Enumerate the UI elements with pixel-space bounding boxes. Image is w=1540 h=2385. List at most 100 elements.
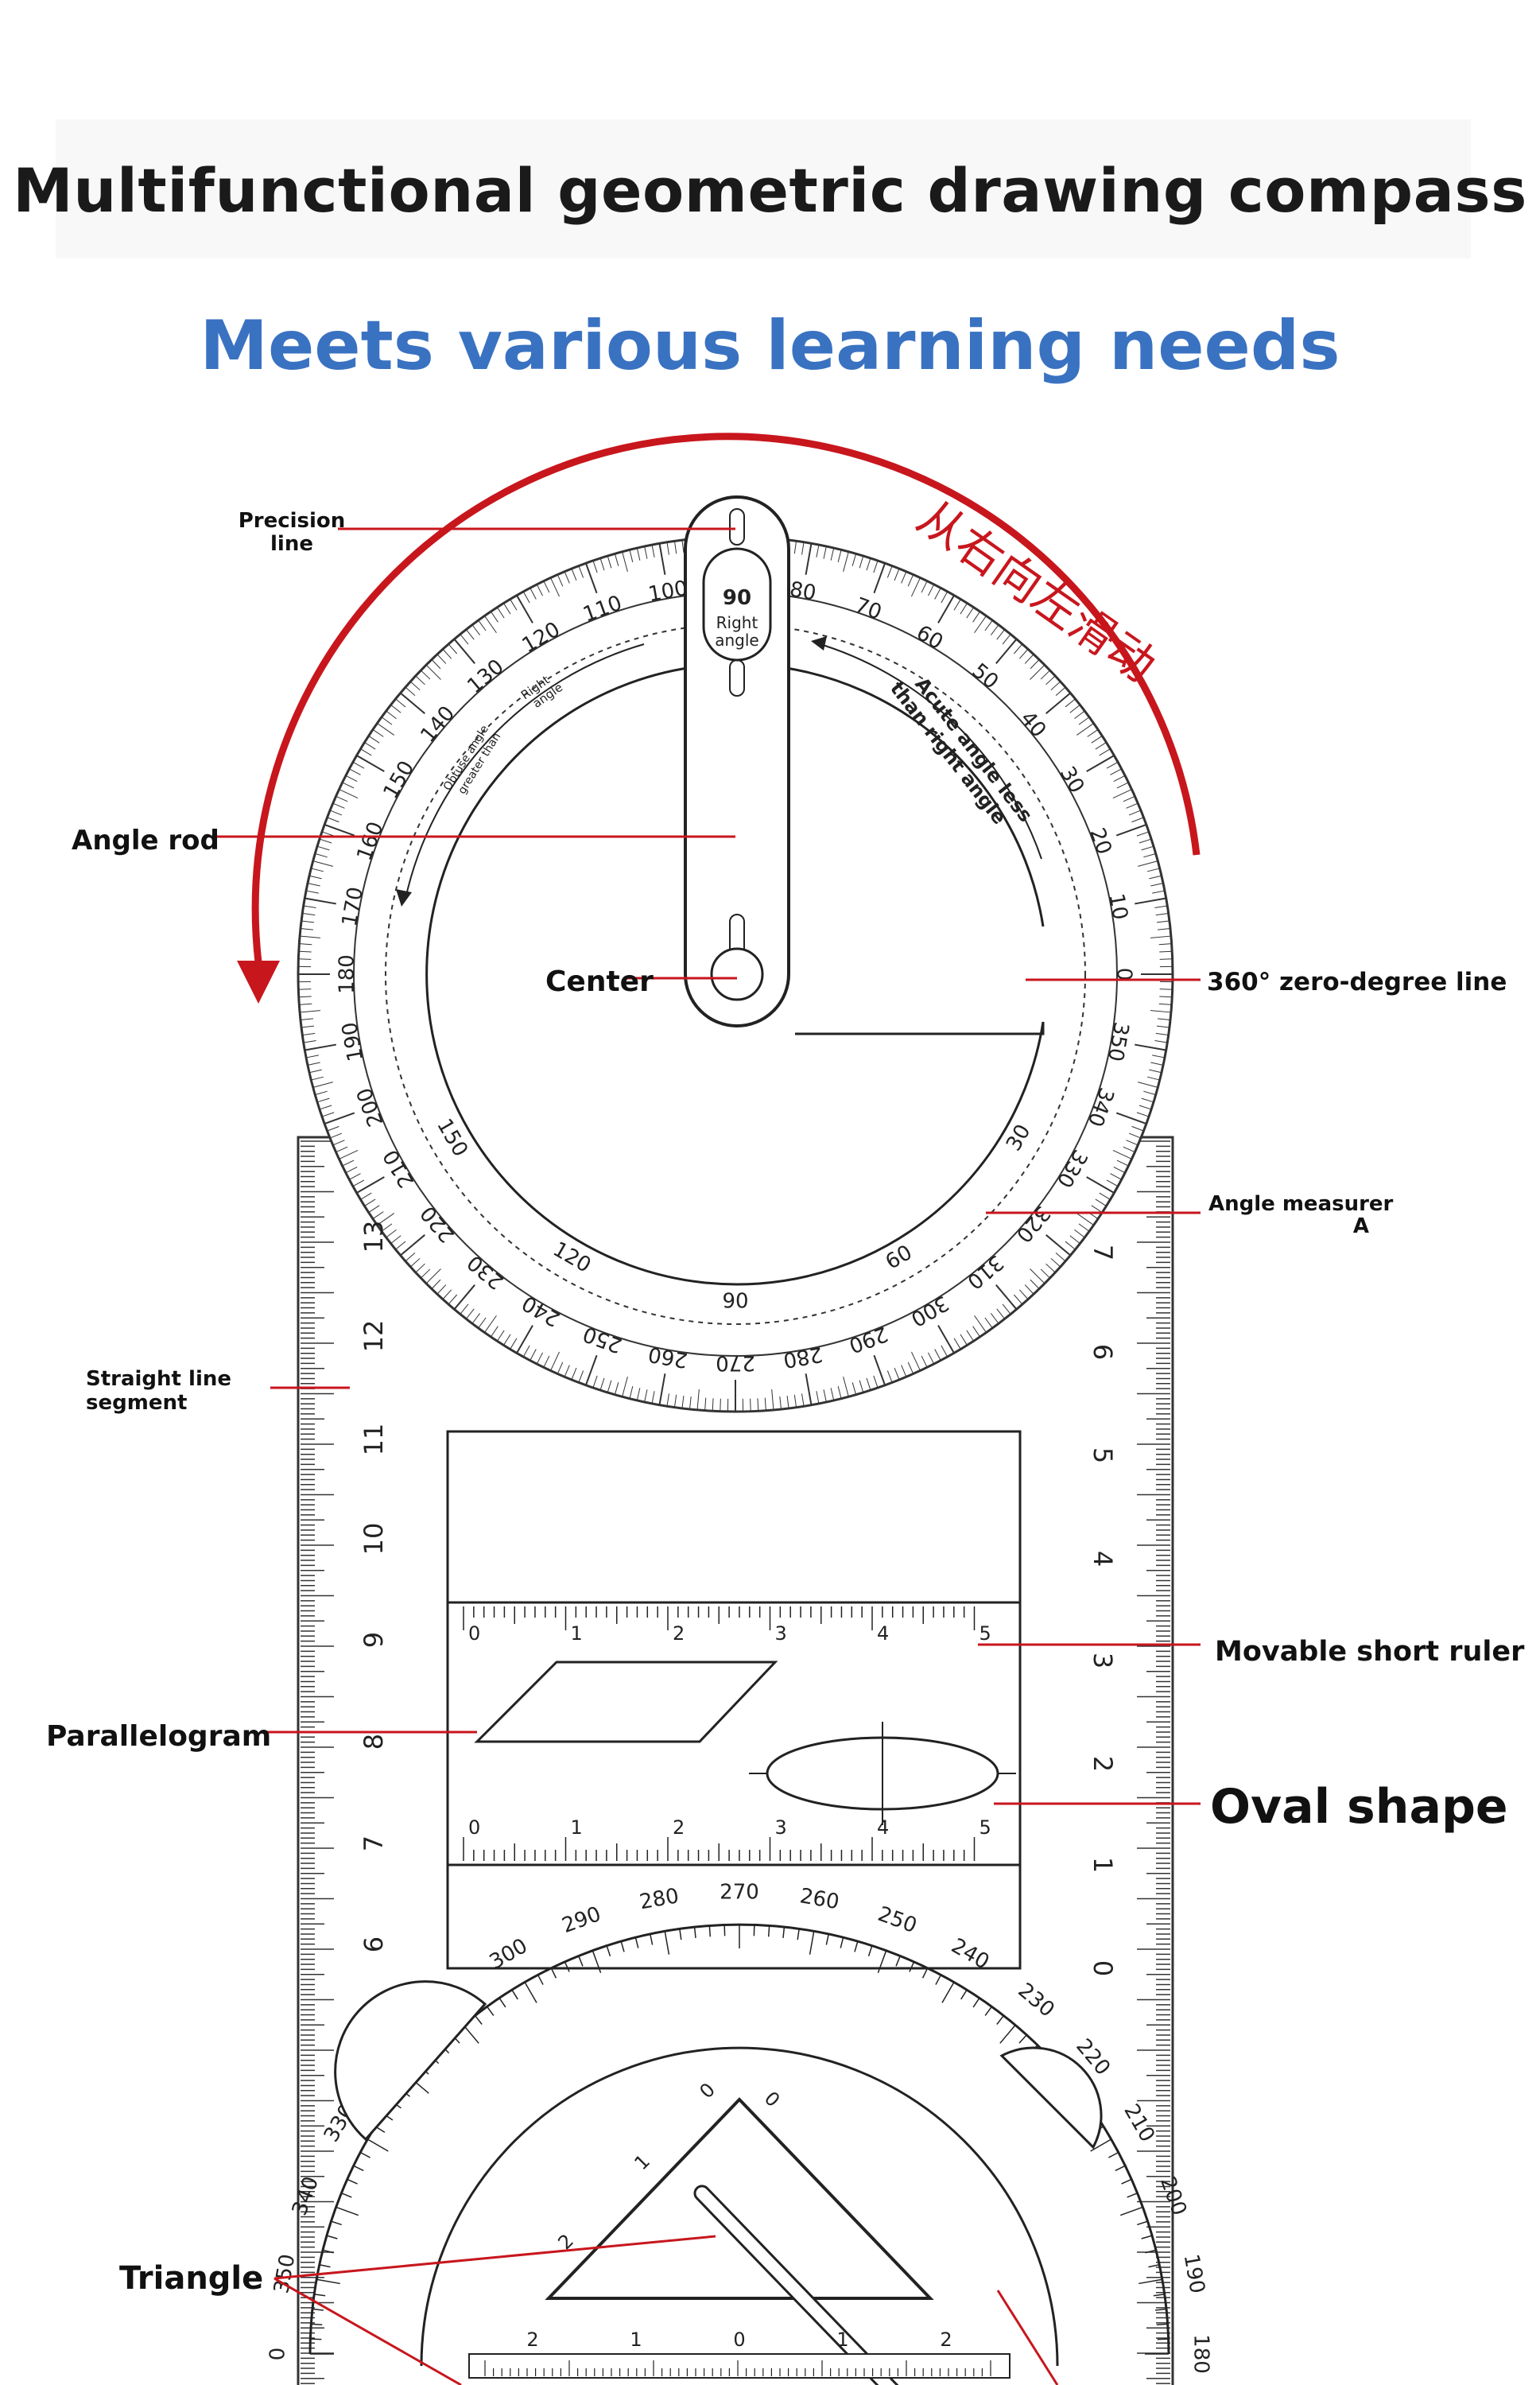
short-ruler-number-top: 5 bbox=[979, 1622, 991, 1645]
protractor-tick bbox=[453, 1284, 475, 1310]
protractor-tick bbox=[302, 912, 316, 916]
protractor-tick bbox=[651, 545, 655, 557]
obtuse-arc-arrow bbox=[405, 643, 645, 899]
protractor-tick bbox=[1136, 831, 1150, 837]
protractor-tick bbox=[377, 723, 395, 736]
short-ruler-number-top: 2 bbox=[673, 1622, 685, 1645]
protractor-label: 10 bbox=[1104, 891, 1131, 922]
protractor-tick bbox=[1045, 675, 1056, 686]
protractor-tick bbox=[1106, 1179, 1119, 1187]
bottom-protractor-tick bbox=[767, 1925, 770, 1937]
protractor-tick bbox=[336, 1146, 348, 1153]
protractor-tick bbox=[1150, 1010, 1171, 1013]
ruler-left-number: 13 bbox=[359, 1221, 389, 1253]
protractor-tick bbox=[1076, 723, 1094, 736]
protractor-tick bbox=[1110, 1173, 1122, 1180]
protractor-tick bbox=[319, 838, 332, 844]
protractor-tick bbox=[1116, 1159, 1129, 1167]
protractor-tick bbox=[1128, 1132, 1142, 1139]
protractor-tick bbox=[503, 1334, 511, 1346]
ruler-right-number: 3 bbox=[1088, 1653, 1118, 1668]
protractor-tick bbox=[1074, 1229, 1085, 1238]
short-ruler-number-bottom: 5 bbox=[979, 1816, 991, 1839]
protractor-tick bbox=[1147, 1076, 1160, 1081]
short-ruler-number-bottom: 0 bbox=[468, 1816, 480, 1839]
protractor-tick bbox=[1143, 853, 1156, 858]
protractor-tick bbox=[324, 1112, 355, 1125]
protractor-tick bbox=[301, 920, 315, 923]
bottom-protractor-tick bbox=[1148, 2263, 1160, 2268]
ruler-right-number: 7 bbox=[1088, 1245, 1118, 1260]
protractor-tick bbox=[372, 1211, 384, 1219]
protractor-tick bbox=[308, 875, 322, 880]
ruler-left-number: 11 bbox=[359, 1424, 389, 1456]
protractor-tick bbox=[1069, 704, 1080, 713]
protractor-tick bbox=[1055, 1252, 1066, 1262]
bottom-protractor-tick bbox=[999, 2024, 1016, 2044]
ruler-right-number: 5 bbox=[1088, 1447, 1118, 1463]
protractor-tick bbox=[303, 905, 316, 908]
protractor-tick bbox=[329, 1132, 343, 1139]
label-straight-line-2: segment bbox=[86, 1391, 187, 1415]
rod-label-line2: angle bbox=[715, 631, 759, 650]
protractor-tick bbox=[460, 634, 469, 645]
protractor-tick bbox=[1156, 1025, 1170, 1028]
acute-arrowhead bbox=[811, 636, 827, 651]
protractor-tick bbox=[516, 595, 533, 623]
protractor-tick bbox=[1095, 1198, 1107, 1206]
protractor-tick bbox=[1152, 890, 1165, 894]
protractor-ticks bbox=[298, 537, 1173, 1412]
label-angle-measurer-1: Angle measurer bbox=[1208, 1192, 1394, 1216]
bottom-protractor-tick bbox=[524, 1981, 537, 2003]
protractor-tick bbox=[786, 1395, 789, 1408]
triangle-base-number: 2 bbox=[526, 2329, 538, 2351]
center-hole[interactable] bbox=[710, 947, 764, 1001]
bottom-protractor-tick bbox=[634, 1936, 639, 1948]
slide-direction-arc bbox=[251, 433, 1201, 963]
protractor-tick bbox=[793, 541, 797, 554]
protractor-tick bbox=[436, 1284, 447, 1295]
protractor-tick bbox=[1150, 935, 1171, 938]
protractor-tick bbox=[571, 1367, 577, 1381]
bottom-protractor-tick bbox=[1155, 2308, 1167, 2311]
protractor-tick bbox=[319, 1105, 332, 1110]
label-triangle: Triangle bbox=[119, 2260, 263, 2297]
bottom-protractor-tick bbox=[312, 2308, 324, 2311]
protractor-tick bbox=[1045, 1234, 1071, 1257]
label-precision-line-2: line bbox=[270, 532, 313, 556]
protractor-tick bbox=[941, 591, 948, 604]
label-oval-shape: Oval shape bbox=[1210, 1779, 1508, 1835]
protractor-tick bbox=[321, 831, 335, 837]
bottom-protractor-tick bbox=[825, 1933, 830, 1945]
short-ruler-number-bottom: 4 bbox=[877, 1816, 889, 1839]
acute-arc-arrow bbox=[814, 642, 1042, 860]
protractor-tick bbox=[415, 675, 425, 686]
protractor-tick bbox=[636, 1388, 641, 1401]
protractor-tick bbox=[522, 1345, 530, 1358]
protractor-tick bbox=[937, 1325, 955, 1354]
protractor-tick bbox=[886, 1370, 893, 1383]
protractor-tick bbox=[1086, 1176, 1115, 1194]
protractor-tick bbox=[536, 584, 544, 596]
protractor-tick bbox=[409, 1257, 421, 1268]
short-ruler-number-bottom: 3 bbox=[775, 1816, 787, 1839]
protractor-tick bbox=[510, 1338, 518, 1350]
protractor-tick bbox=[390, 704, 401, 713]
label-straight-line-1: Straight line bbox=[86, 1367, 231, 1391]
page-subtitle: Meets various learning needs bbox=[200, 306, 1340, 386]
protractor-tick bbox=[966, 607, 974, 619]
protractor-tick bbox=[866, 557, 871, 571]
protractor-tick bbox=[1112, 789, 1132, 799]
protractor-tick bbox=[1155, 912, 1169, 916]
protractor-tick bbox=[421, 670, 431, 680]
short-ruler-number-top: 3 bbox=[775, 1622, 787, 1645]
protractor-tick bbox=[299, 943, 312, 946]
protractor-tick bbox=[894, 1367, 900, 1381]
bottom-protractor-tick bbox=[941, 1981, 955, 2003]
protractor-tick bbox=[1074, 710, 1085, 720]
protractor-tick bbox=[349, 768, 361, 775]
protractor-tick bbox=[1154, 1040, 1168, 1043]
protractor-tick bbox=[356, 755, 385, 772]
